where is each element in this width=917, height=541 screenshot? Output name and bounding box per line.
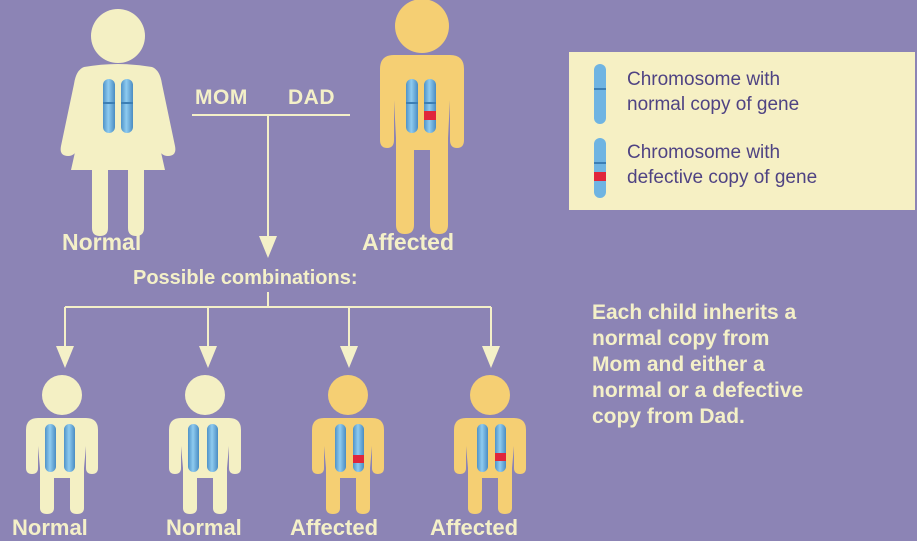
- parent-connector: [192, 114, 350, 240]
- down-arrow-icon: [340, 346, 358, 368]
- mom-label: MOM: [195, 86, 248, 109]
- defective-chromosome-icon: [594, 138, 606, 198]
- normal-chromosome-icon: [594, 64, 606, 124]
- children-connector: [64, 292, 492, 350]
- defect-marker: [353, 455, 364, 463]
- defect-marker: [424, 111, 436, 120]
- down-arrow-icon: [259, 236, 277, 258]
- defect-marker: [495, 453, 506, 461]
- combinations-title: Possible combinations:: [133, 267, 358, 289]
- down-arrow-icon: [56, 346, 74, 368]
- legend-defective-text: Chromosome with defective copy of gene: [627, 142, 818, 188]
- child-figure: [312, 375, 384, 514]
- child-status-label: Affected: [430, 515, 519, 540]
- child-status-label: Normal: [166, 515, 242, 540]
- dad-label: DAD: [288, 86, 335, 109]
- child-figure: [26, 375, 98, 514]
- legend: Chromosome with normal copy of gene Chro…: [569, 52, 915, 210]
- mom-figure: [60, 9, 176, 236]
- legend-normal-text: Chromosome with normal copy of gene: [627, 69, 800, 115]
- down-arrow-icon: [199, 346, 217, 368]
- child-status-label: Affected: [290, 515, 379, 540]
- inheritance-note: Each child inherits a normal copy from M…: [592, 301, 804, 428]
- down-arrow-icon: [482, 346, 500, 368]
- dad-status-label: Affected: [362, 229, 455, 255]
- child-figure: [454, 375, 526, 514]
- child-status-label: Normal: [12, 515, 88, 540]
- mom-status-label: Normal: [62, 229, 142, 255]
- child-figure: [169, 375, 241, 514]
- dad-figure: [380, 0, 464, 234]
